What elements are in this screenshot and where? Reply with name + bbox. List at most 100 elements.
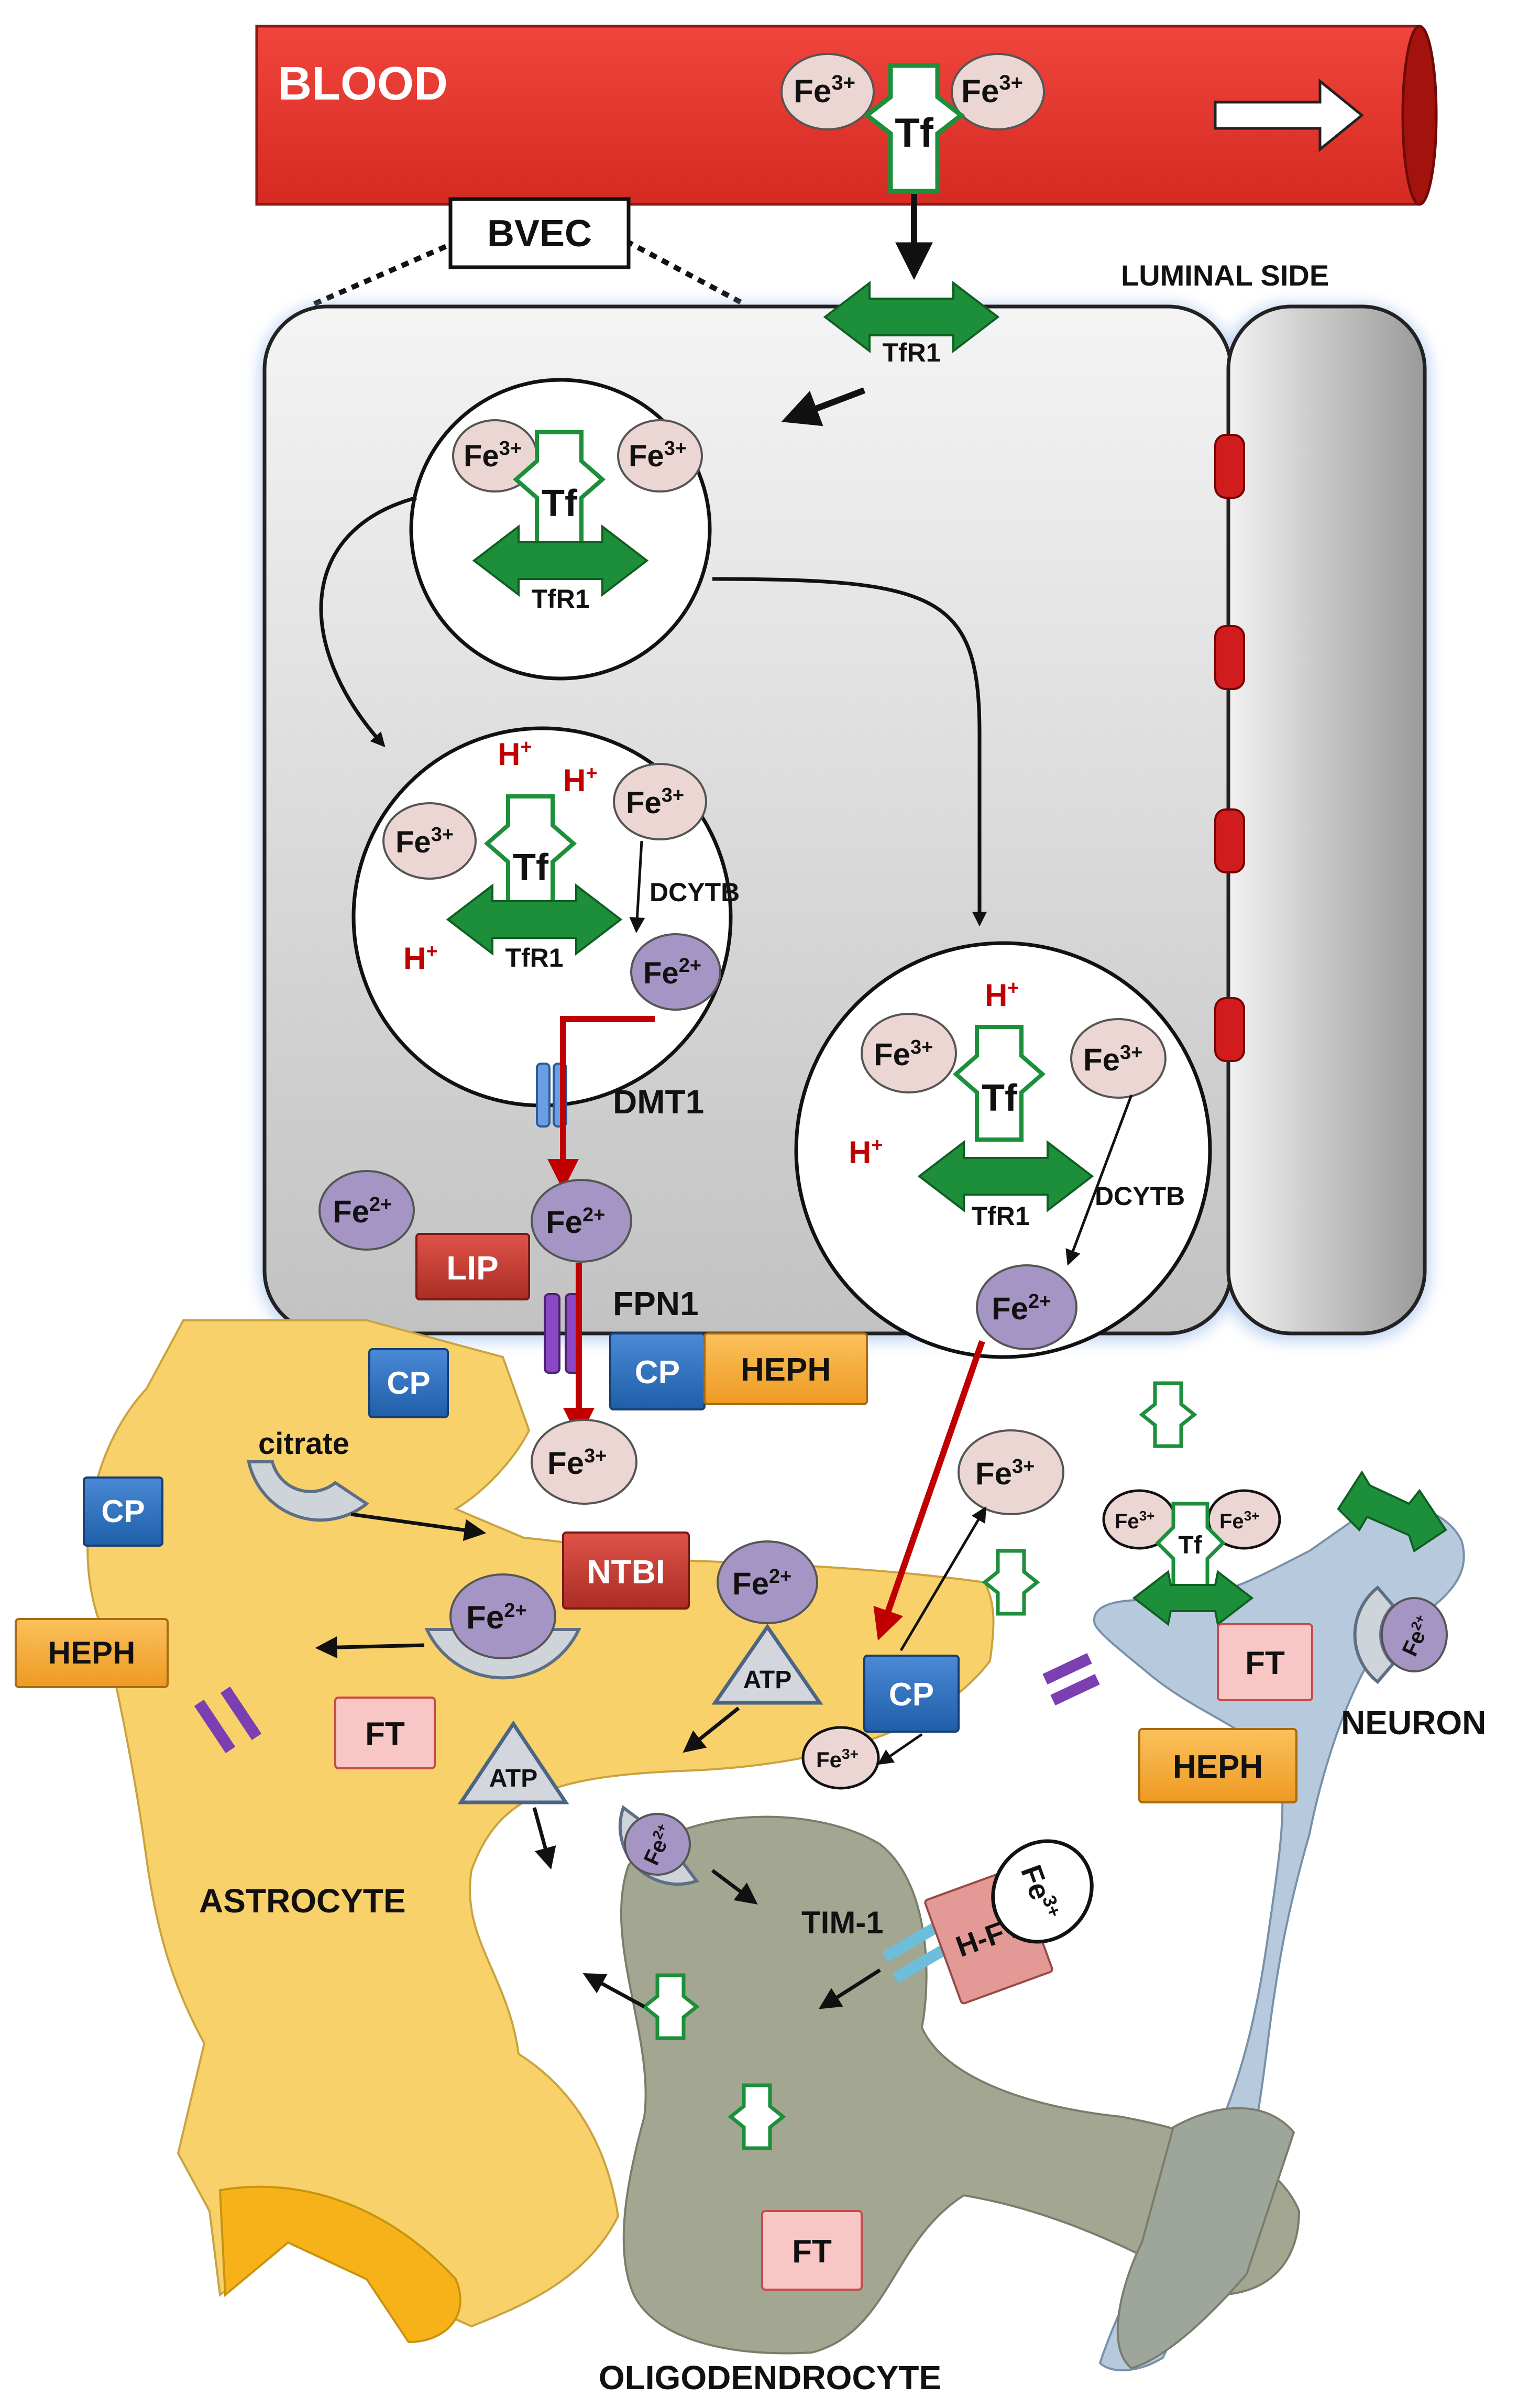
svg-text:Fe3+: Fe3+ <box>961 71 1023 110</box>
blood-tf-complex: Tf Fe3+ Fe3+ <box>780 53 1045 194</box>
tight-junctions <box>1214 434 1245 1062</box>
fpn1-label: FPN1 <box>613 1285 699 1322</box>
svg-text:Tf: Tf <box>982 1077 1018 1119</box>
svg-text:Fe3+: Fe3+ <box>464 437 522 473</box>
svg-text:Fe3+: Fe3+ <box>629 437 687 473</box>
svg-text:H+: H+ <box>498 736 532 772</box>
svg-text:HEPH: HEPH <box>48 1635 136 1670</box>
svg-text:FT: FT <box>792 2234 832 2270</box>
cp-box-astrocyte-top: CP <box>368 1348 449 1418</box>
tf-label: Tf <box>895 110 934 156</box>
svg-text:CP: CP <box>635 1354 680 1391</box>
svg-text:Fe2+: Fe2+ <box>333 1194 392 1229</box>
cp-box-basal: CP <box>609 1332 706 1410</box>
arrow-fe2-to-cp <box>873 1340 985 1641</box>
svg-text:H+: H+ <box>403 940 438 976</box>
acidified-endosome-right: H+ H+ Fe3+ Fe3+ Tf TfR1 DCYTB Fe2+ <box>794 941 1212 1359</box>
arrow-hft-in <box>818 1968 881 2009</box>
svg-text:FT: FT <box>1245 1645 1285 1681</box>
svg-text:Fe2+: Fe2+ <box>546 1204 605 1240</box>
bvec-label: BVEC <box>487 213 592 255</box>
svg-text:Fe2+: Fe2+ <box>466 1600 527 1636</box>
svg-text:Tf: Tf <box>542 483 578 524</box>
ft-box-astrocyte: FT <box>334 1697 436 1769</box>
neuron-label: NEURON <box>1341 1704 1486 1742</box>
cp-box-extracellular: CP <box>863 1655 960 1733</box>
svg-text:Fe3+: Fe3+ <box>1219 1508 1259 1533</box>
apo-tf-3 <box>641 1973 700 2040</box>
svg-text:Fe2+: Fe2+ <box>732 1566 791 1601</box>
svg-text:TfR1: TfR1 <box>531 584 589 614</box>
neuron-tfr1-top <box>1337 1470 1447 1553</box>
arrow-cp-to-fe3 <box>899 1506 987 1651</box>
arrow-oligo-out <box>582 1973 645 2009</box>
heph-box-neuron: HEPH <box>1138 1728 1297 1803</box>
fe3-small-extracellular: Fe3+ <box>801 1726 880 1790</box>
tim1-label: TIM-1 <box>801 1905 884 1940</box>
svg-text:Fe2+: Fe2+ <box>992 1290 1051 1326</box>
atp-astrocyte: ATP <box>457 1720 569 1804</box>
fpn1-basal: FPN1 <box>544 1285 699 1374</box>
ft-box-neuron: FT <box>1217 1623 1313 1701</box>
svg-text:Fe3+: Fe3+ <box>794 71 855 110</box>
acidified-endosome-left: H+ H+ H+ Fe3+ Fe3+ Tf TfR1 DCYTB Fe2+ <box>351 726 740 1108</box>
arrow-atp-to-astrocyte <box>683 1706 740 1753</box>
labile-iron-pool: Fe2+ Fe2+ LIP <box>318 1170 632 1300</box>
bvec-label-group: BVEC <box>313 197 745 307</box>
heph-box-astrocyte: HEPH <box>15 1618 169 1688</box>
svg-text:ATP: ATP <box>489 1765 537 1792</box>
fe2-receptor-astrocyte: Fe2+ <box>424 1573 581 1680</box>
arrow-citrate-flow <box>350 1512 487 1541</box>
arrow-fe2-into-astrocyte <box>315 1636 425 1659</box>
svg-text:Fe3+: Fe3+ <box>395 824 454 859</box>
fpn1-astrocyte <box>194 1686 262 1754</box>
svg-text:Tf: Tf <box>1178 1531 1202 1559</box>
svg-text:Tf: Tf <box>513 847 549 889</box>
svg-text:HEPH: HEPH <box>741 1352 831 1388</box>
ntbi-label: NTBI <box>587 1553 665 1591</box>
atp-fe2-complex: Fe2+ ATP <box>711 1540 823 1705</box>
neuron-cell <box>1093 1506 1465 2371</box>
flow-direction-arrow <box>1214 78 1364 152</box>
svg-text:H+: H+ <box>985 977 1019 1013</box>
svg-text:Fe3+: Fe3+ <box>626 784 684 820</box>
neuron-fe2-receptor: Fe2+ <box>1353 1585 1448 1684</box>
membrane-tfr1: TfR1 <box>823 280 1000 367</box>
svg-text:TfR1: TfR1 <box>882 338 940 367</box>
svg-text:CP: CP <box>101 1494 145 1529</box>
svg-text:DCYTB: DCYTB <box>650 878 740 907</box>
oligo-fe2-receptor: Fe2+ <box>618 1805 699 1886</box>
apo-tf-1 <box>1139 1381 1197 1448</box>
hft-complex: H-FT Fe3+ <box>924 1839 1094 2005</box>
fe3-extracellular: Fe3+ <box>958 1429 1064 1515</box>
arrow-endosome-to-acidified <box>319 496 417 748</box>
cp-box-astrocyte-left: CP <box>83 1476 163 1547</box>
luminal-side-label: LUMINAL SIDE <box>1121 259 1329 292</box>
svg-text:DCYTB: DCYTB <box>1095 1181 1185 1211</box>
arrow-cp-to-fe3-small <box>877 1733 923 1765</box>
oligodendrocyte-label: OLIGODENDROCYTE <box>599 2359 941 2397</box>
arrow-endocytosis <box>781 387 866 426</box>
endosome-tf-tfr1: Tf Fe3+ Fe3+ TfR1 <box>409 378 712 681</box>
dmt1-label: DMT1 <box>613 1083 704 1121</box>
svg-text:H+: H+ <box>849 1134 883 1170</box>
svg-text:CP: CP <box>387 1365 430 1401</box>
svg-text:Fe3+: Fe3+ <box>874 1036 933 1072</box>
ft-box-oligo: FT <box>761 2210 863 2291</box>
fpn1-neuron <box>1042 1653 1100 1705</box>
arrow-fe2-through-dmt1 <box>547 1016 655 1190</box>
svg-text:Fe3+: Fe3+ <box>975 1456 1035 1491</box>
neuron-tf-complex: Fe3+ Fe3+ Tf <box>1102 1489 1281 1626</box>
svg-text:Fe3+: Fe3+ <box>1083 1042 1142 1077</box>
svg-text:TfR1: TfR1 <box>971 1201 1029 1231</box>
svg-text:H+: H+ <box>563 762 598 798</box>
astrocyte-label: ASTROCYTE <box>199 1882 406 1920</box>
arrow-endosome-to-lower <box>712 577 987 927</box>
svg-text:FT: FT <box>365 1716 405 1752</box>
arrow-oligo-fe2-in <box>711 1869 758 1905</box>
dmt1-transporter: DMT1 <box>536 1063 704 1128</box>
fe3-released: Fe3+ <box>531 1419 637 1505</box>
svg-text:HEPH: HEPH <box>1173 1749 1263 1785</box>
svg-text:Fe3+: Fe3+ <box>547 1445 607 1481</box>
